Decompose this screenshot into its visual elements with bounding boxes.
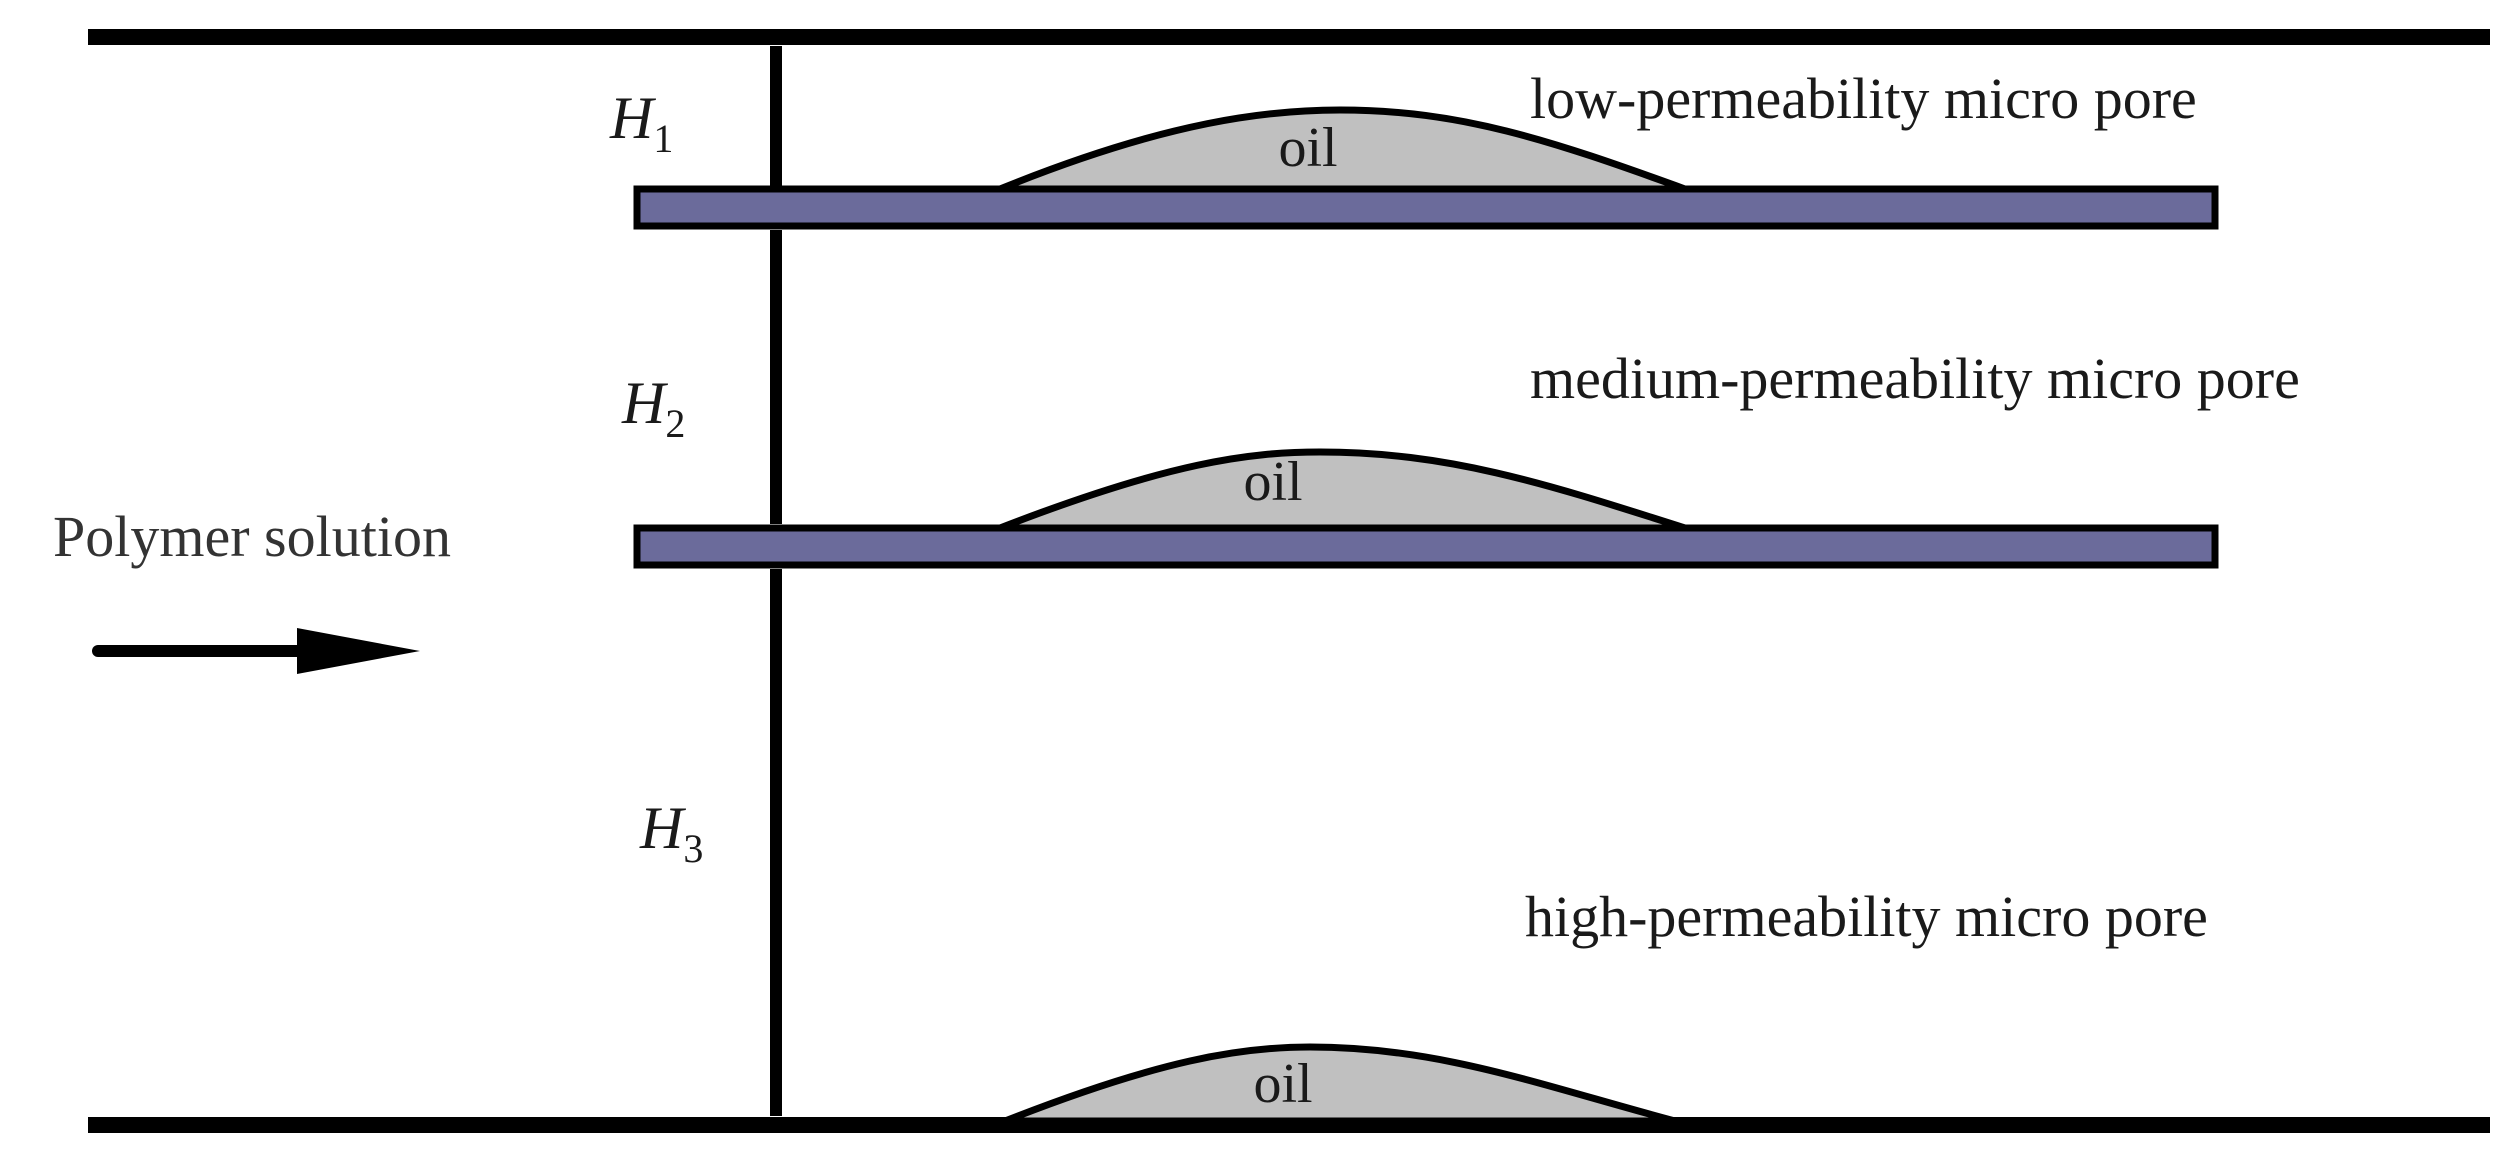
gap-label-h2-symbol: H <box>621 370 669 436</box>
flow-arrow-head <box>297 628 420 674</box>
gap-label-h3-symbol: H <box>639 795 687 861</box>
gap-label-h1: H1 <box>609 85 673 161</box>
lower-separator-plate <box>633 524 2219 569</box>
pore-label-low: low-permeability micro pore <box>1530 66 2197 131</box>
gap-label-h2: H2 <box>621 370 685 446</box>
pore-label-medium: medium-permeability micro pore <box>1530 346 2300 411</box>
upper-separator-plate <box>633 185 2219 230</box>
oil-label-low: oil <box>1278 117 1337 179</box>
oil-label-high: oil <box>1253 1053 1312 1115</box>
pore-label-high: high-permeability micro pore <box>1525 884 2208 949</box>
oil-droplet-high <box>1003 1043 1676 1125</box>
gap-label-h1-subscript: 1 <box>653 116 673 161</box>
gap-label-h2-subscript: 2 <box>665 401 685 446</box>
gap-label-h3: H3 <box>639 795 703 871</box>
gap-label-h3-subscript: 3 <box>683 826 703 871</box>
oil-droplet-medium <box>998 448 1687 532</box>
gap-label-h1-symbol: H <box>609 85 657 151</box>
oil-droplet-low <box>998 106 1687 193</box>
oil-label-medium: oil <box>1243 451 1302 513</box>
flow-label: Polymer solution <box>53 504 451 569</box>
